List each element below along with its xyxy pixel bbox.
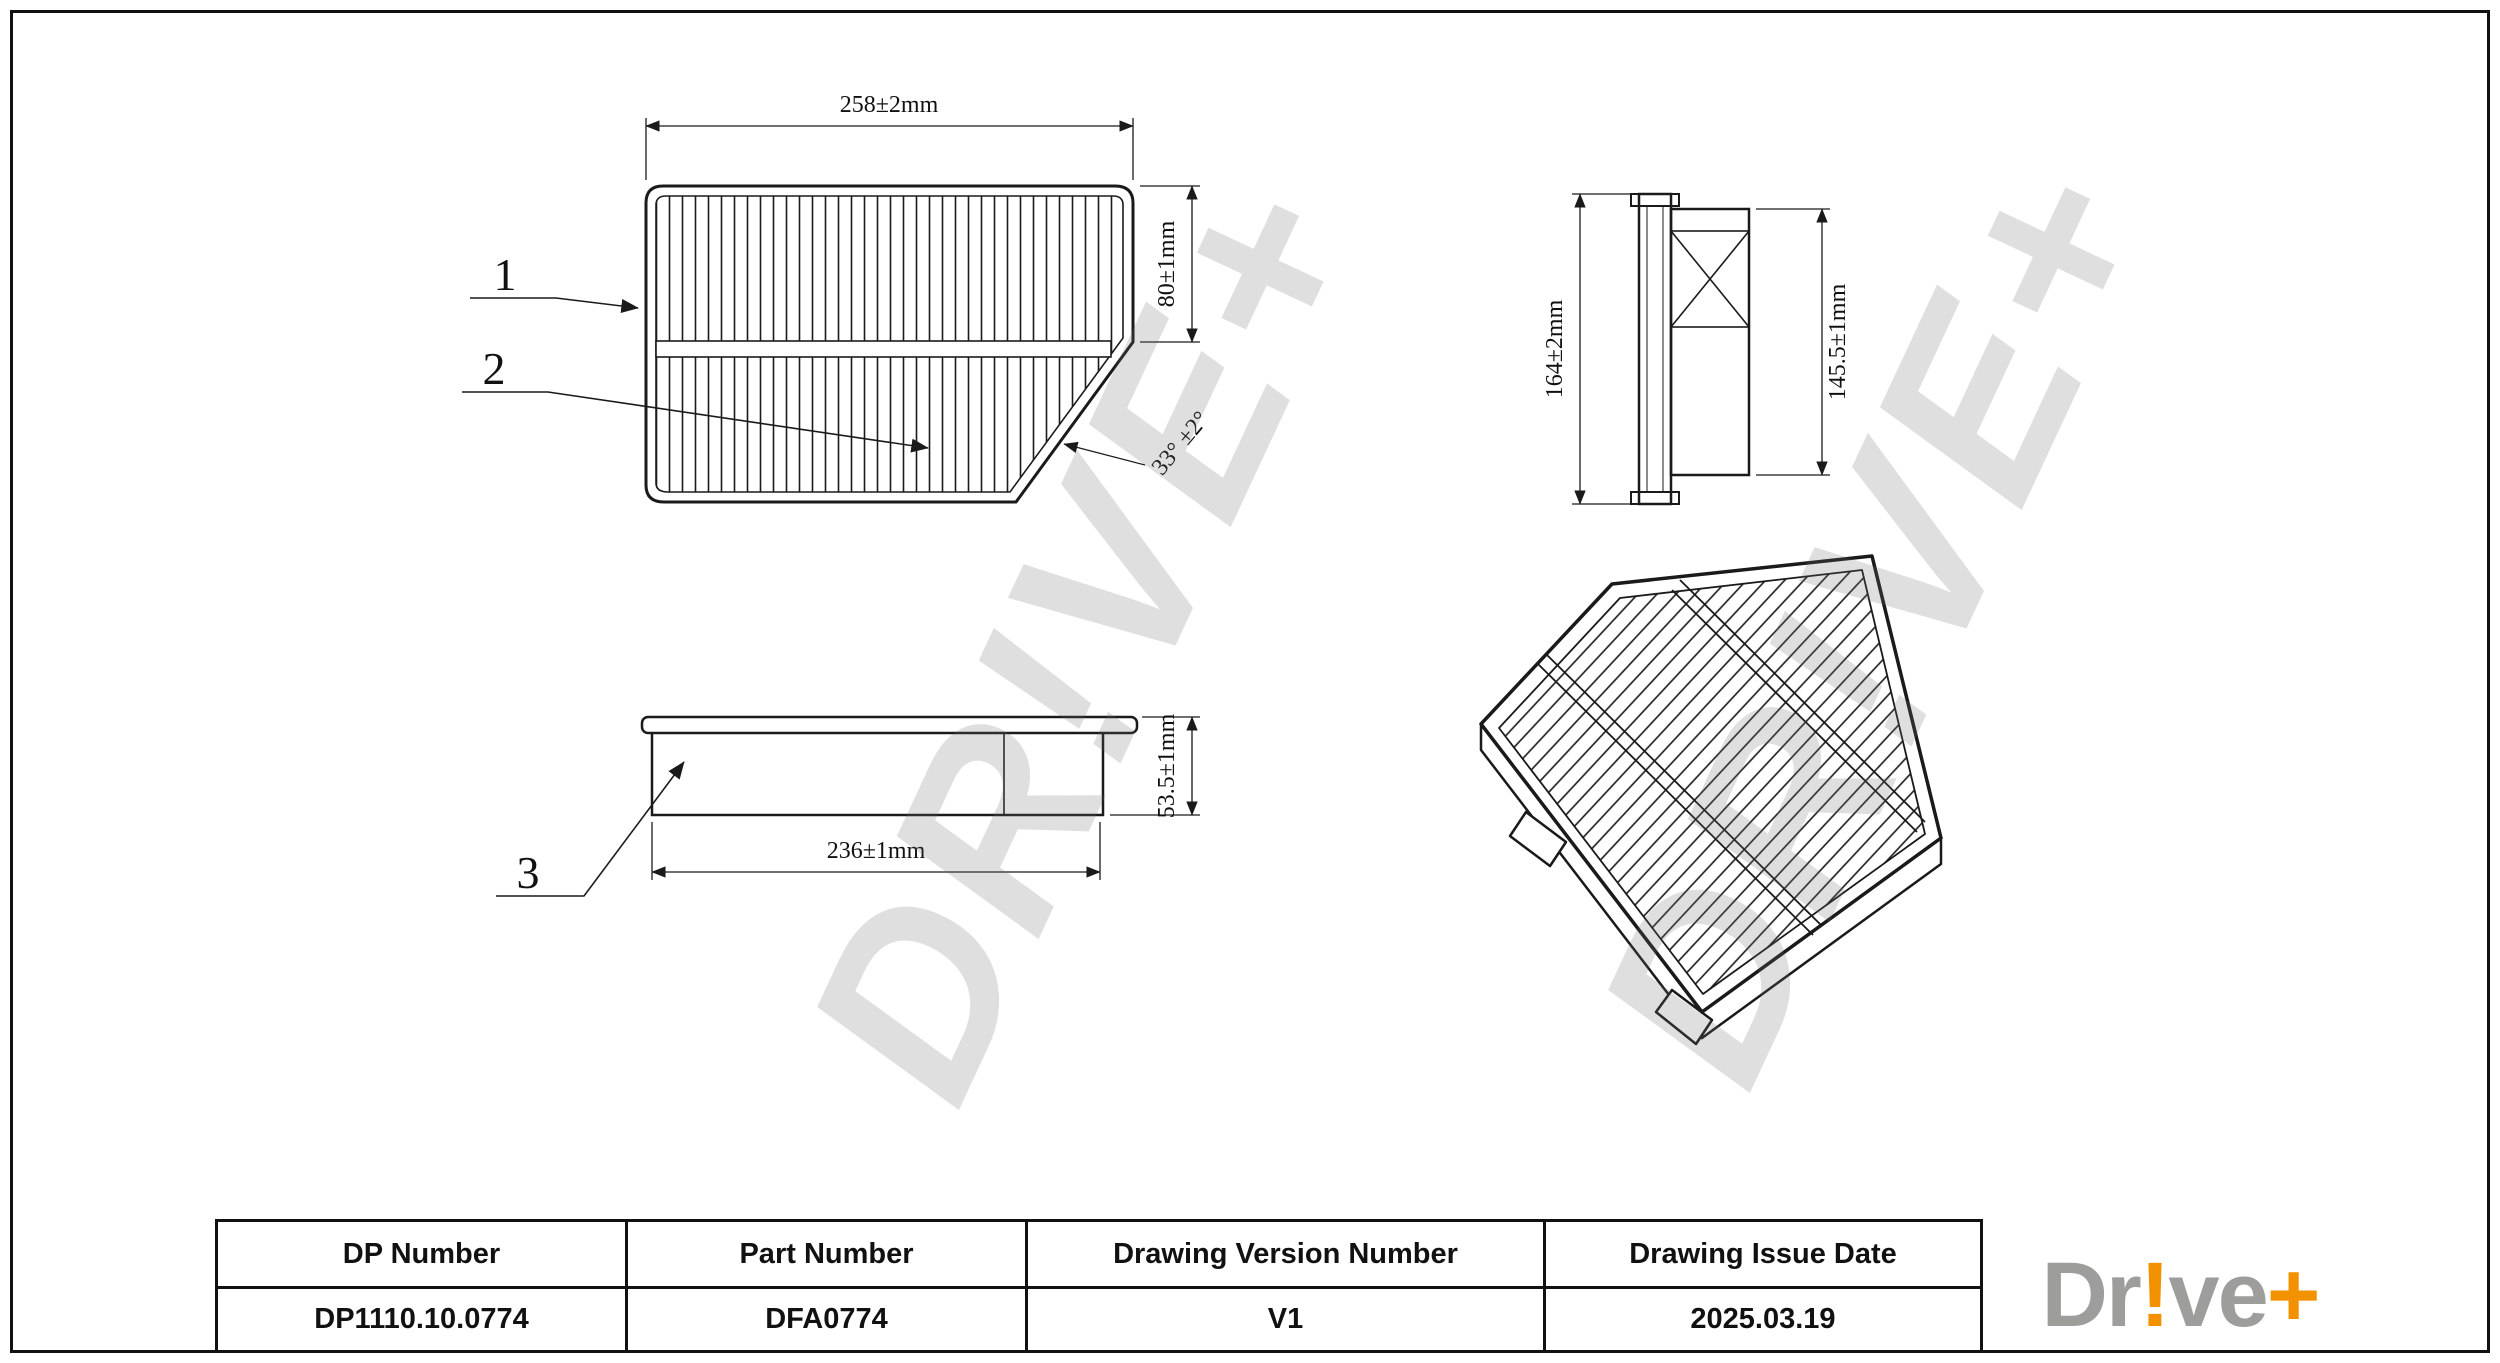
cross-section-box [1670, 230, 1750, 328]
flange-plate [1637, 192, 1673, 506]
logo-plus: + [2266, 1243, 2321, 1346]
title-block-table: DP Number Part Number Drawing Version Nu… [215, 1219, 1983, 1353]
dim-profile-height: 53.5±1mm [1154, 713, 1180, 818]
callout-1: 1 [494, 249, 517, 300]
dimension-lines [462, 118, 1830, 897]
isometric-view [1479, 554, 1943, 1046]
side-view [1630, 192, 1751, 506]
table-header-dp-number: DP Number [342, 1237, 501, 1270]
air-filter-drawing: 258±2mm 80±1mm 33° ±2° 164±2mm 145.5±1mm… [462, 92, 1943, 1046]
brand-logo: Dr!ve+ [2005, 1240, 2355, 1350]
profile-view [640, 715, 1139, 817]
dim-top-height: 80±1mm [1154, 220, 1180, 307]
profile-top-plate [640, 715, 1139, 735]
filter-outer-outline [644, 184, 1135, 504]
dim-side-height-inner: 145.5±1mm [1825, 283, 1851, 400]
callout-2: 2 [483, 343, 506, 394]
table-header-issue-date: Drawing Issue Date [1543, 1222, 1980, 1286]
mounting-foot [1508, 810, 1568, 868]
iso-pleat-area [1498, 569, 1926, 995]
filter-body-side [1669, 207, 1751, 477]
logo-exclamation: ! [2139, 1243, 2171, 1346]
dim-top-width: 258±2mm [840, 92, 939, 118]
table-header-drawing-version: Drawing Version Number [1025, 1222, 1543, 1286]
table-value-part-number: DFA0774 [625, 1286, 1025, 1350]
dim-side-height-outer: 164±2mm [1542, 299, 1568, 398]
logo-text-gray: Dr [2041, 1243, 2142, 1346]
logo-text-gray: ve [2168, 1243, 2268, 1346]
callout-3: 3 [517, 847, 540, 898]
flange-top-cap [1630, 193, 1680, 207]
callout-3-leader [496, 761, 685, 897]
callout-1-leader [470, 297, 639, 313]
table-header-part-number: Part Number [625, 1222, 1025, 1286]
callout-2-leader [462, 391, 929, 453]
top-view [644, 184, 1135, 504]
dimension-texts: 258±2mm 80±1mm 33° ±2° 164±2mm 145.5±1mm… [483, 92, 1852, 898]
dim-corner-angle: 33° ±2° [1147, 407, 1215, 481]
profile-body [650, 733, 1105, 817]
filter-center-band [655, 340, 1112, 358]
table-value-issue-date: 2025.03.19 [1543, 1286, 1980, 1350]
dim-profile-width: 236±1mm [827, 838, 926, 864]
table-value-drawing-version: V1 [1025, 1286, 1543, 1350]
table-value-dp-number: DP1110.10.0774 [218, 1286, 625, 1350]
iso-support-ribs [1537, 579, 1926, 936]
flange-bottom-cap [1630, 491, 1680, 505]
